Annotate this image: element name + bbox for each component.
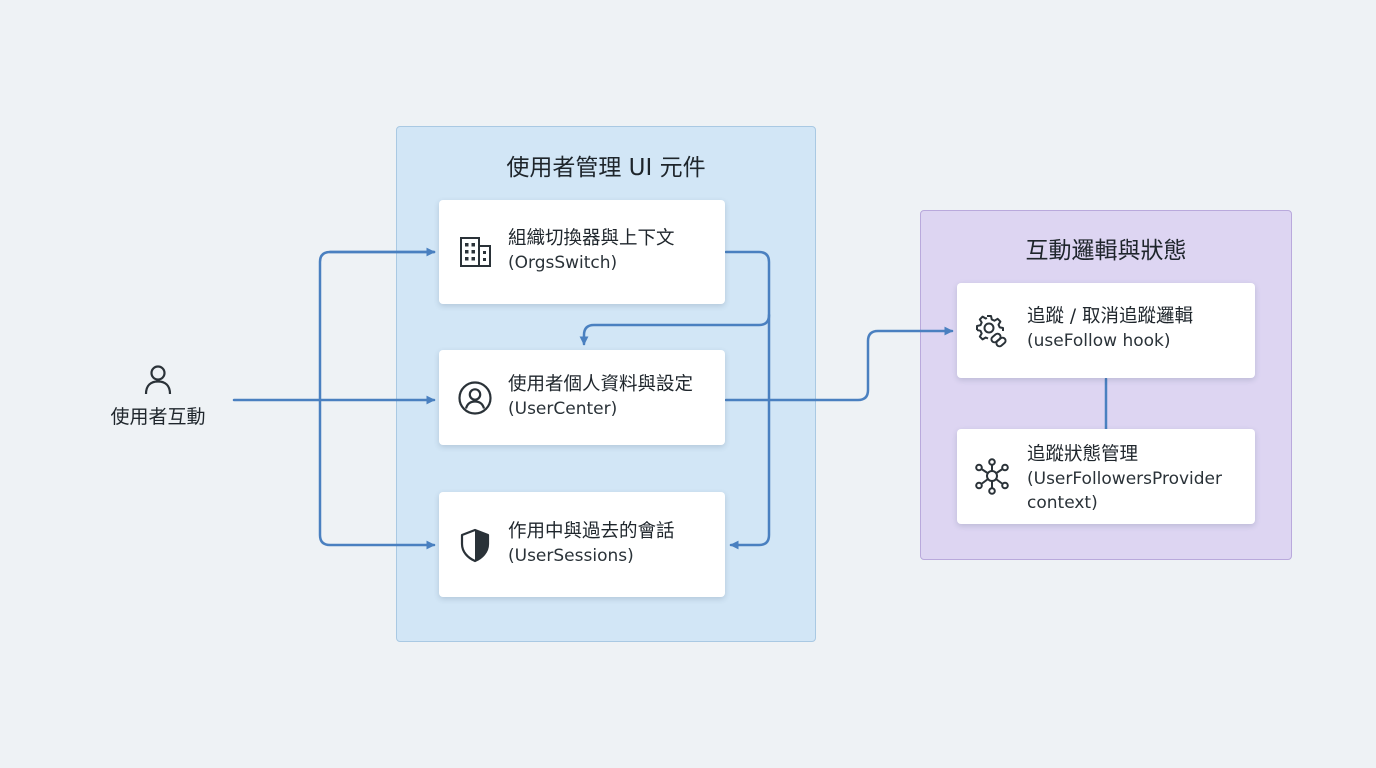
card-use-follow: 追蹤 / 取消追蹤邏輯 (useFollow hook) <box>957 283 1255 378</box>
card-followers-provider-subtitle-line1: (UserFollowersProvider <box>1027 469 1223 489</box>
card-user-sessions-text: 作用中與過去的會話 (UserSessions) <box>508 520 675 568</box>
card-user-sessions-title: 作用中與過去的會話 <box>508 521 675 542</box>
card-followers-provider-text: 追蹤狀態管理 (UserFollowersProvider context) <box>1027 443 1222 515</box>
gear-link-icon <box>973 312 1011 350</box>
network-icon <box>973 457 1011 495</box>
card-orgs-switch-text: 組織切換器與上下文 (OrgsSwitch) <box>508 227 675 275</box>
card-followers-provider-title: 追蹤狀態管理 <box>1027 444 1139 465</box>
card-user-center: 使用者個人資料與設定 (UserCenter) <box>439 350 725 445</box>
card-user-center-subtitle: (UserCenter) <box>508 399 618 419</box>
connector-bus <box>318 250 436 550</box>
card-use-follow-text: 追蹤 / 取消追蹤邏輯 (useFollow hook) <box>1027 305 1193 353</box>
card-user-center-title: 使用者個人資料與設定 <box>508 374 694 395</box>
group-title-ui: 使用者管理 UI 元件 <box>506 155 706 181</box>
card-use-follow-title: 追蹤 / 取消追蹤邏輯 <box>1027 306 1193 327</box>
connector-usercenter-to-usefollow <box>724 326 954 402</box>
card-orgs-switch: 組織切換器與上下文 (OrgsSwitch) <box>439 200 725 304</box>
card-followers-provider: 追蹤狀態管理 (UserFollowersProvider context) <box>957 429 1255 524</box>
group-title-logic: 互動邏輯與狀態 <box>1025 238 1187 264</box>
user-circle-icon <box>456 379 494 417</box>
connector-orgsswitch-to-usercenter <box>579 313 771 346</box>
user-actor: 使用者互動 <box>100 362 216 429</box>
card-orgs-switch-subtitle: (OrgsSwitch) <box>508 253 618 273</box>
shield-icon <box>456 526 494 564</box>
connector-orgsswitch-to-sessions <box>724 250 771 550</box>
card-orgs-switch-title: 組織切換器與上下文 <box>508 228 675 249</box>
card-use-follow-subtitle: (useFollow hook) <box>1027 331 1171 351</box>
card-user-sessions: 作用中與過去的會話 (UserSessions) <box>439 492 725 597</box>
building-icon <box>456 233 494 271</box>
card-followers-provider-subtitle-line2: context) <box>1027 493 1098 513</box>
card-user-sessions-subtitle: (UserSessions) <box>508 546 634 566</box>
card-user-center-text: 使用者個人資料與設定 (UserCenter) <box>508 373 693 421</box>
user-icon <box>100 362 216 400</box>
actor-label: 使用者互動 <box>110 406 206 428</box>
